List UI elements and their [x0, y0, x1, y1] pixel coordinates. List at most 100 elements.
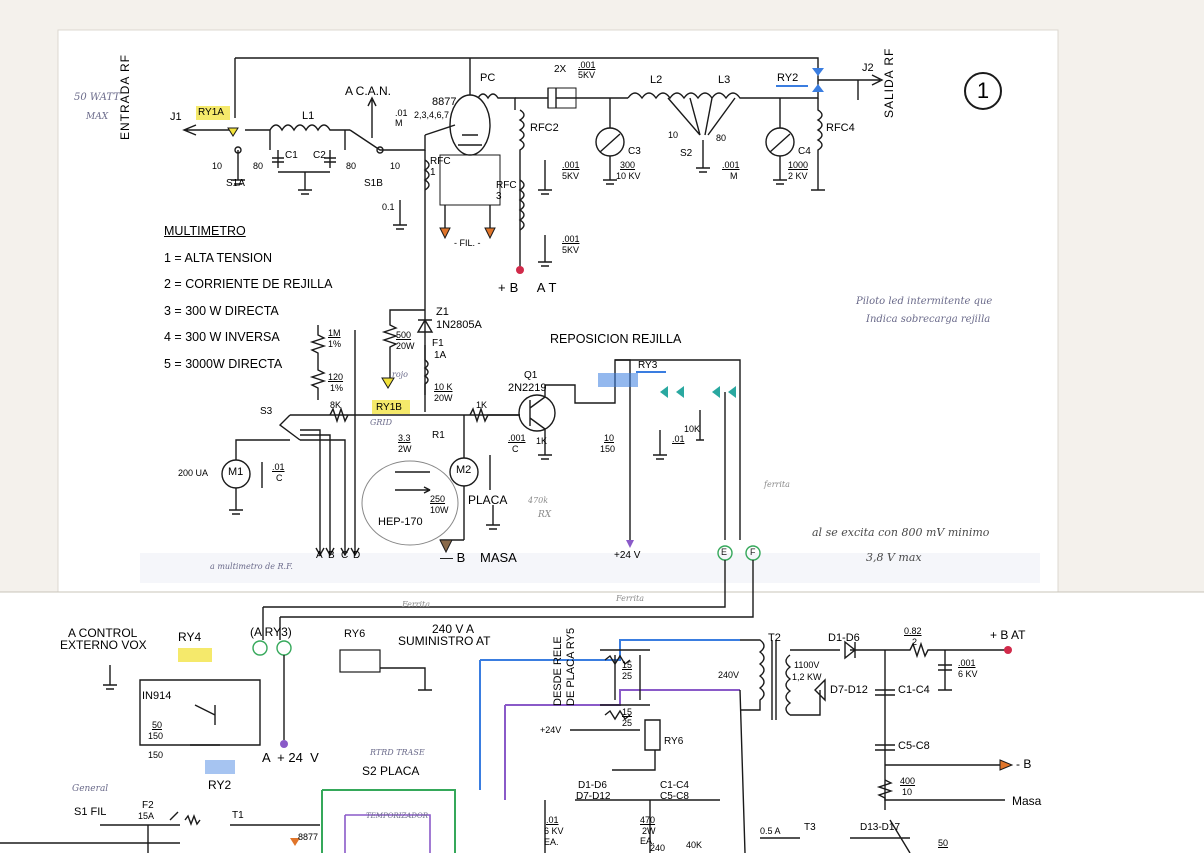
ry3-label: RY3 [638, 360, 658, 371]
v240-label: 240V [718, 670, 740, 680]
hand-rx: RX [538, 510, 552, 520]
c3-label: C3 [628, 146, 641, 157]
plus24-top-icon [626, 540, 634, 548]
d7d12-label: D7-D12 [830, 684, 868, 696]
r470-watt: 2W [642, 826, 656, 836]
c6kv-b-value: 6 KV [544, 826, 564, 836]
multimetro-item-1: 1 = ALTA TENSION [164, 250, 273, 265]
ry2-bottom-label: RY2 [208, 778, 232, 792]
supply-purple-line [505, 689, 740, 706]
c4-value: 1000 [788, 160, 809, 170]
r25-bottom: 25 [622, 718, 633, 728]
r240-value: 240 [650, 843, 666, 853]
hand-470k: 470k [528, 496, 549, 505]
minus-b-bottom-label: - B [1016, 757, 1032, 771]
v1100-label: 1100V [794, 660, 820, 670]
ea-b-label: EA. [544, 837, 559, 847]
r1m-value: 1M [328, 328, 341, 338]
multimetro-item-4: 4 = 300 W INVERSA [164, 330, 280, 344]
c150-value: 150 [600, 444, 616, 454]
terminal-e-top-label: E [721, 547, 728, 557]
ry3-coil-highlight [598, 373, 638, 387]
r15-bottom: 15 [622, 707, 633, 717]
s1fil-label: S1 FIL [74, 806, 107, 818]
t3-label: T3 [804, 822, 816, 833]
r082-watt: 2 [912, 637, 918, 647]
ea-label: EA. [640, 836, 655, 846]
d13-label: D13-D17 [860, 822, 901, 833]
ry3-contact-1-icon [676, 386, 684, 398]
multimetro-item-2: 2 = CORRIENTE DE REJILLA [164, 277, 333, 291]
abcd-b: B [328, 550, 335, 561]
d1d6b-label: D1-D6 [578, 780, 607, 791]
r120-percent: 1% [330, 383, 344, 393]
ry2-contact-bottom-icon [812, 84, 824, 92]
desde-rele-label: DESDE RELE DE PLACA RY5 [552, 628, 578, 706]
c1c4b-label: C1-C4 [660, 780, 689, 791]
rfc2-label: RFC2 [530, 122, 559, 134]
rfc3-label: RFC 3 [496, 180, 517, 202]
c-001m-unit: M [730, 171, 738, 181]
r250-value: 250 [430, 494, 446, 504]
c01kv-value: .01 [546, 815, 559, 825]
ry6-bottom-label: RY6 [664, 736, 684, 747]
pos-10-b: 10 [390, 161, 401, 171]
reposicion-label: REPOSICION REJILLA [550, 332, 682, 346]
page-number-badge: 1 [964, 72, 1002, 110]
ry3-contact-4-icon [712, 386, 720, 398]
r1k-label: 1K [476, 400, 488, 410]
tube-fil-bottom-icon [290, 838, 300, 846]
f2-amp: 15A [138, 811, 155, 821]
t1-label: T1 [232, 810, 244, 821]
ry6-label: RY6 [344, 628, 366, 640]
cap-01-label: 0.1 [382, 202, 395, 212]
ry2-contact-top-icon [812, 68, 824, 76]
hand-mult-rf: a multimetro de R.F. [210, 562, 293, 571]
placa-label: PLACA [468, 493, 508, 507]
hand-max: MAX [86, 112, 109, 122]
cap-2x-kv: 5KV [578, 70, 596, 80]
kw-label: 1,2 KW [792, 672, 822, 682]
fil-label: - FIL. - [454, 238, 481, 248]
faded-band [140, 553, 1040, 583]
ry1b-highlight [372, 400, 410, 414]
b-plus-terminal-icon [516, 266, 524, 274]
c4-kv: 2 KV [788, 171, 808, 181]
c3-value: 300 [620, 160, 636, 170]
pos-10-a: 10 [212, 161, 223, 171]
r10k-value: 10 K [434, 382, 453, 392]
cap-2x-value: .001 [578, 60, 596, 70]
hand-ferrita-2: Ferrita [616, 594, 645, 603]
hep-label: HEP-170 [378, 516, 423, 528]
masa-label: MASA [480, 550, 517, 565]
plus24-bottom-label: A + 24 V [262, 750, 319, 765]
tube-label: 8877 [432, 96, 457, 108]
r120-value: 120 [328, 372, 344, 382]
hand-grid: GRID [370, 418, 392, 427]
r400-watt: 10 [902, 787, 913, 797]
salida-label: SALIDA RF [882, 47, 896, 118]
hand-general: General [72, 784, 109, 794]
r25-top: 25 [622, 671, 633, 681]
r470-value: 470 [640, 815, 656, 825]
cap-2x-box [547, 87, 577, 109]
hand-note-1: al se excita con 800 mV minimo [812, 526, 990, 539]
pos-80-a: 80 [253, 161, 264, 171]
c-001-5kv-unit: 5KV [562, 171, 580, 181]
supply-blue-line [480, 639, 740, 661]
b-plus-at-bottom-icon [1004, 646, 1012, 654]
c-001m-value: .001 [722, 160, 740, 170]
hep-circle [361, 460, 459, 546]
tube-pins-label: 2,3,4,6,7 [414, 110, 450, 120]
d7d12b-label: D7-D12 [576, 791, 611, 802]
supply-label-2: SUMINISTRO AT [398, 634, 491, 648]
s2-label: S2 [680, 148, 693, 159]
fil-terminal-right-icon [484, 227, 496, 240]
l1-label: L1 [302, 110, 315, 122]
s1b-label: S1B [364, 178, 383, 189]
bplus-at-label: +B AT [498, 280, 561, 295]
multimetro-legend: MULTIMETRO 1 = ALTA TENSION 2 = CORRIENT… [164, 218, 332, 377]
minus-b-bottom-icon [999, 759, 1014, 771]
masa-bottom-label: Masa [1012, 794, 1042, 808]
